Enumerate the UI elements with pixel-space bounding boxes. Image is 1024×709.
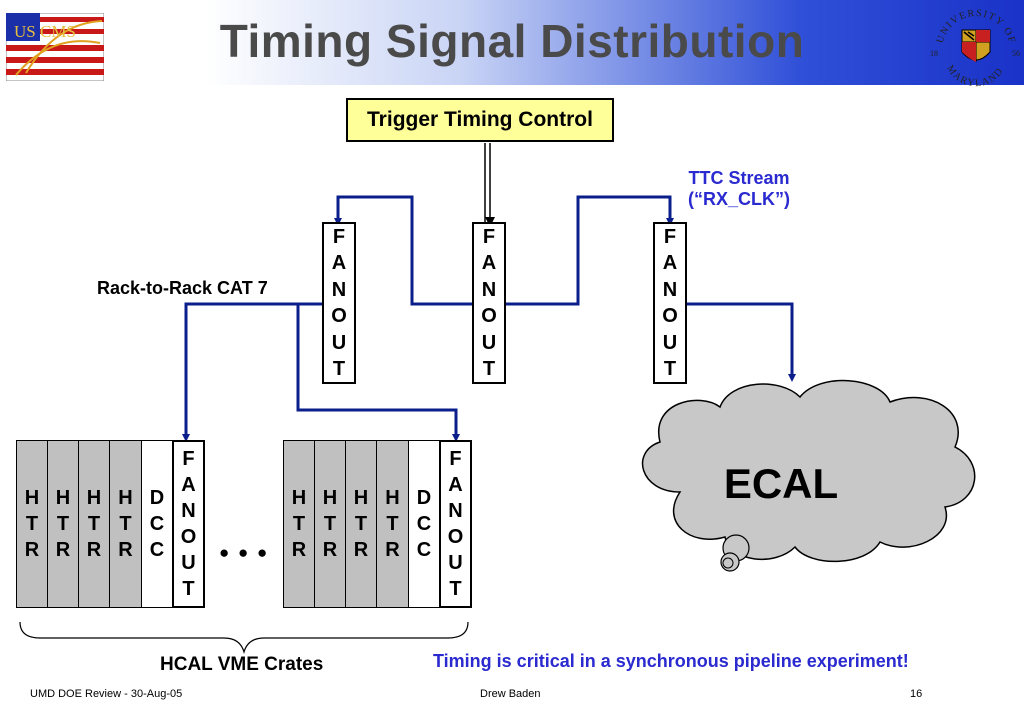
ttc-stream-line1: TTC Stream [688,168,790,188]
ttc-stream-line2: (“RX_CLK”) [688,189,790,209]
fanout-middle: F A N O U T [472,222,506,384]
fanout-left: F A N O U T [322,222,356,384]
university-seal-logo: UNIVERSITY OF MARYLAND 18 56 [930,8,1020,89]
us-cms-logo-text: US CMS [14,22,76,41]
fanout-letter: A [662,252,678,274]
rack-to-rack-label: Rack-to-Rack CAT 7 [97,278,268,298]
fanout-letter: U [331,331,347,354]
fanout-letter: U [662,331,678,354]
page-title: Timing Signal Distribution [219,15,805,67]
fanout-letter: A [481,252,497,274]
fanout-letter: F [482,225,496,248]
timing-note: Timing is critical in a synchronous pipe… [433,651,909,671]
fanout-letter: O [481,305,497,327]
fanout-letter: T [663,358,677,380]
fanout-letter: N [481,278,497,301]
fanout-letter: O [331,305,347,327]
fanout-right: F A N O U T [653,222,687,384]
ellipsis-dots: ● ● ● [219,543,270,562]
fanout-letter: F [332,225,346,248]
fanout-letter: O [662,305,678,327]
fanout-letter: U [481,331,497,354]
seal-year-left: 18 [930,49,938,58]
footer-left: UMD DOE Review - 30-Aug-05 [30,688,183,700]
fanout-letter: N [662,278,678,301]
fanout-letter: A [331,252,347,274]
trigger-timing-control-box: Trigger Timing Control [346,98,614,142]
footer-page-number: 16 [910,688,923,700]
footer-center: Drew Baden [480,688,541,700]
trigger-timing-control-label: Trigger Timing Control [367,108,593,131]
fanout-letter: T [482,358,496,380]
hcal-crates-label: HCAL VME Crates [160,654,324,675]
fanout-letter: N [331,278,347,301]
us-cms-logo: US CMS [6,13,104,81]
seal-year-right: 56 [1012,49,1020,58]
fanout-letter: F [663,225,677,248]
ecal-label: ECAL [723,460,839,507]
ecal-cloud-shape [641,379,976,572]
ttc-stream-label: TTC Stream (“RX_CLK”) [680,168,798,210]
header-bar [0,0,1024,85]
fanout-letter: T [332,358,346,380]
